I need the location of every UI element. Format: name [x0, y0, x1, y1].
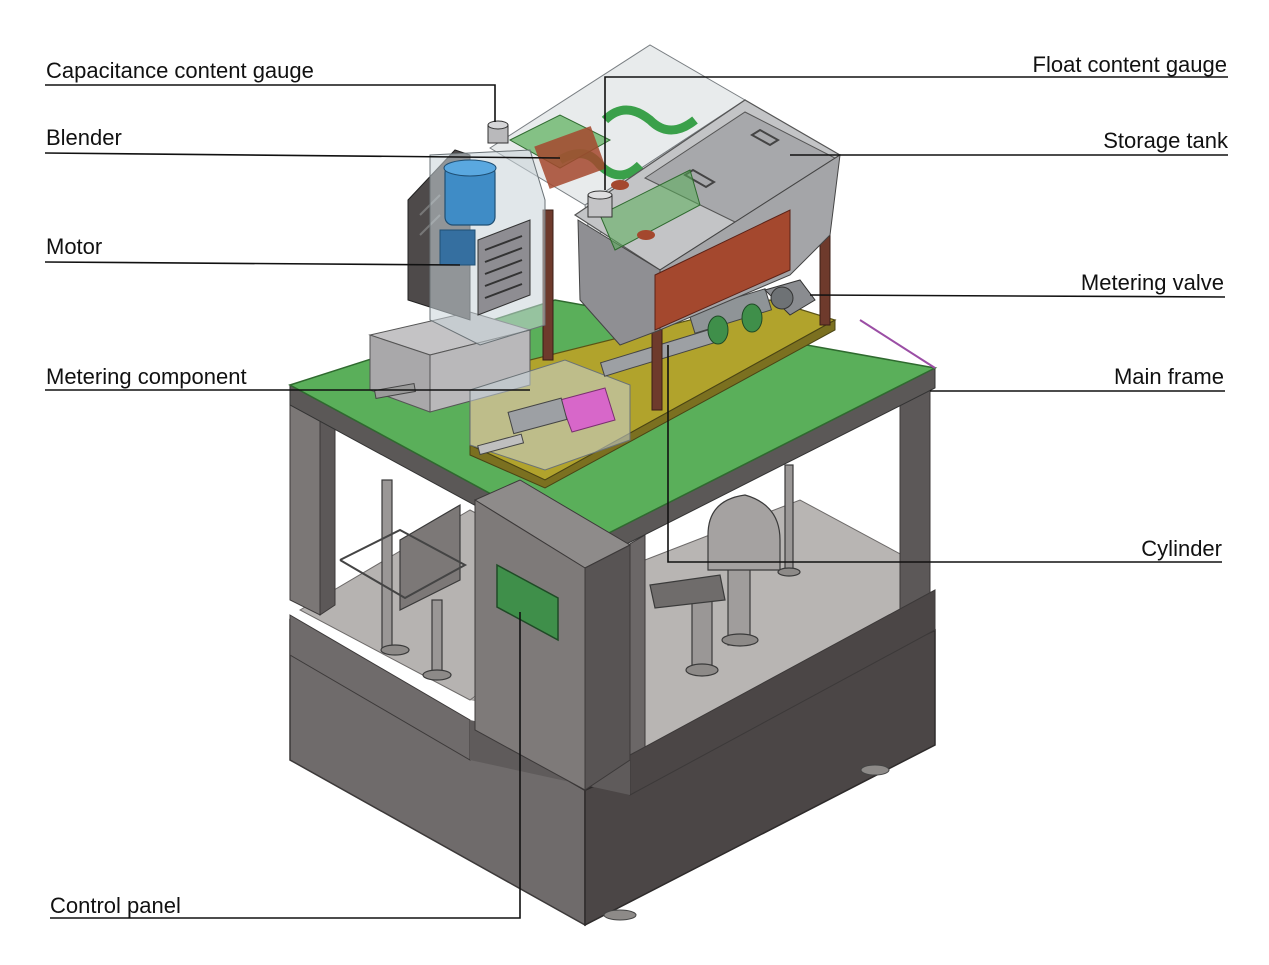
leader-control-panel — [50, 612, 521, 919]
motor-assembly — [407, 120, 613, 346]
leader-cylinder — [667, 345, 1222, 563]
label-blender: Blender — [46, 125, 122, 150]
label-metering-valve: Metering valve — [1080, 270, 1224, 295]
label-cylinder: Cylinder — [1141, 536, 1222, 561]
leader-lines — [44, 76, 1228, 919]
label-capacitance-gauge: Capacitance content gauge — [46, 58, 314, 83]
label-motor: Motor — [46, 234, 103, 259]
leader-valve — [809, 294, 1226, 298]
interior-mechanism — [339, 464, 801, 681]
leader-motor — [44, 261, 461, 266]
label-main-frame: Main frame — [1113, 364, 1224, 389]
leader-blender — [44, 152, 561, 159]
label-storage-tank: Storage tank — [1103, 128, 1228, 153]
storage-tank — [489, 44, 842, 346]
leader-float — [604, 76, 1228, 190]
label-float-gauge: Float content gauge — [1032, 52, 1227, 77]
label-metering-component: Metering component — [46, 364, 247, 389]
label-control-panel: Control panel — [50, 893, 181, 918]
leader-capacitance — [45, 84, 496, 122]
